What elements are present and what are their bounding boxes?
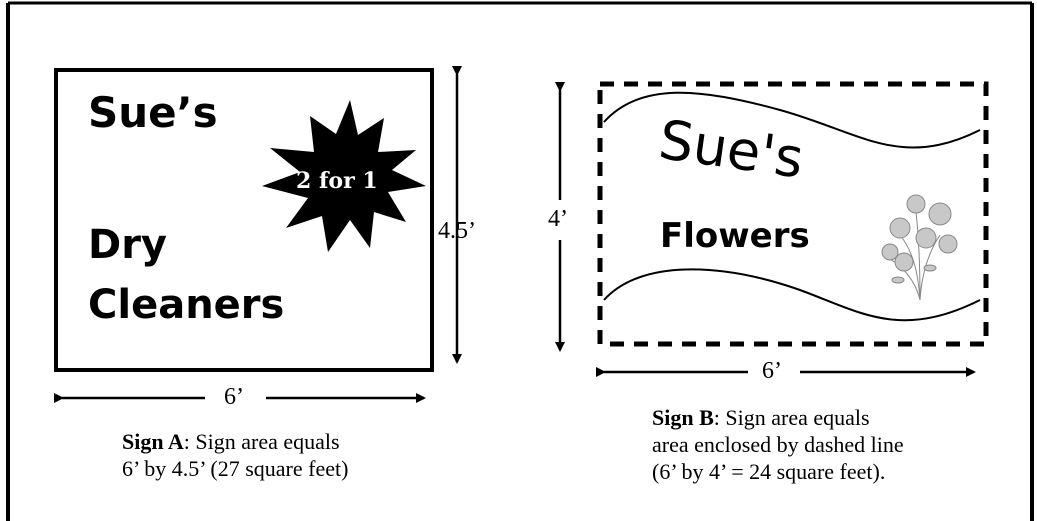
outer-frame xyxy=(6,1,1034,521)
sign-b-dashed-border xyxy=(597,81,989,347)
sign-a-width-label: 6’ xyxy=(224,384,244,410)
sign-b-caption-line3: (6’ by 4’ = 24 square feet). xyxy=(652,459,886,484)
sign-a-title-cleaners: Cleaners xyxy=(88,282,285,328)
sign-b-height-label: 4’ xyxy=(548,206,568,232)
sign-b-title-flowers: Flowers xyxy=(660,216,810,256)
sign-a-title-sues: Sue’s xyxy=(88,88,218,137)
sign-b-caption: Sign B: Sign area equals area enclosed b… xyxy=(652,404,904,485)
sign-a-height-label: 4.5’ xyxy=(438,218,476,244)
sign-b-width-label: 6’ xyxy=(762,358,782,384)
sign-a-caption-line1: : Sign area equals xyxy=(183,429,340,454)
sign-b-caption-line2: area enclosed by dashed line xyxy=(652,432,904,457)
sign-b-caption-bold: Sign B xyxy=(652,405,714,430)
sign-a-border xyxy=(54,68,434,372)
starburst-label: 2 for 1 xyxy=(296,168,378,194)
sign-b-caption-line1: : Sign area equals xyxy=(713,405,870,430)
sign-b-bottom-wave xyxy=(603,268,981,322)
sign-b-top-wave xyxy=(603,91,981,149)
sign-a-title-dry: Dry xyxy=(88,222,168,268)
starburst-icon xyxy=(262,100,426,252)
sign-a-caption-line2: 6’ by 4.5’ (27 square feet) xyxy=(122,456,349,481)
roses-icon xyxy=(881,194,958,301)
sign-a-caption-bold: Sign A xyxy=(122,429,184,454)
sign-a-caption: Sign A: Sign area equals 6’ by 4.5’ (27 … xyxy=(122,428,348,482)
